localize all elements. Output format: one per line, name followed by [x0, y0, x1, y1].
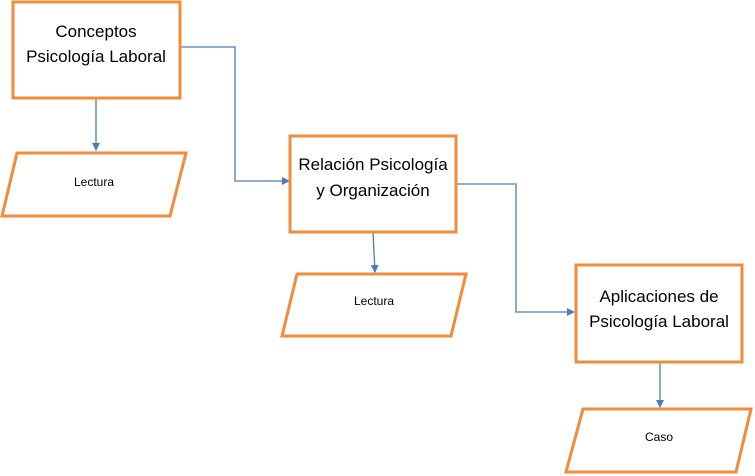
resource-label: Lectura	[74, 175, 114, 189]
connector-conceptos-to-relacion	[181, 46, 290, 185]
process-box-relacion[interactable]: Relación Psicología y Organización	[288, 134, 458, 234]
resource-parallelogram-lectura-1[interactable]: Lectura	[0, 151, 188, 218]
process-box-conceptos[interactable]: Conceptos Psicología Laboral	[11, 0, 182, 100]
connector-relacion-to-aplicaciones	[456, 183, 575, 316]
box-label-line: y Organización	[316, 181, 429, 200]
box-label-line: Psicología Laboral	[26, 47, 166, 66]
resource-parallelogram-caso[interactable]: Caso	[564, 407, 753, 474]
box-label-line: Relación Psicología	[298, 155, 448, 174]
box-label-line: Psicología Laboral	[589, 312, 729, 331]
connectors	[92, 46, 664, 408]
box-label-line: Conceptos	[55, 22, 136, 41]
box-label-line: Aplicaciones de	[599, 287, 718, 306]
connector-relacion-to-lectura-2	[370, 232, 379, 273]
resource-parallelogram-lectura-2[interactable]: Lectura	[280, 272, 468, 338]
process-box-aplicaciones[interactable]: Aplicaciones de Psicología Laboral	[574, 263, 744, 364]
resource-label: Lectura	[354, 294, 394, 308]
resource-label: Caso	[645, 430, 673, 444]
